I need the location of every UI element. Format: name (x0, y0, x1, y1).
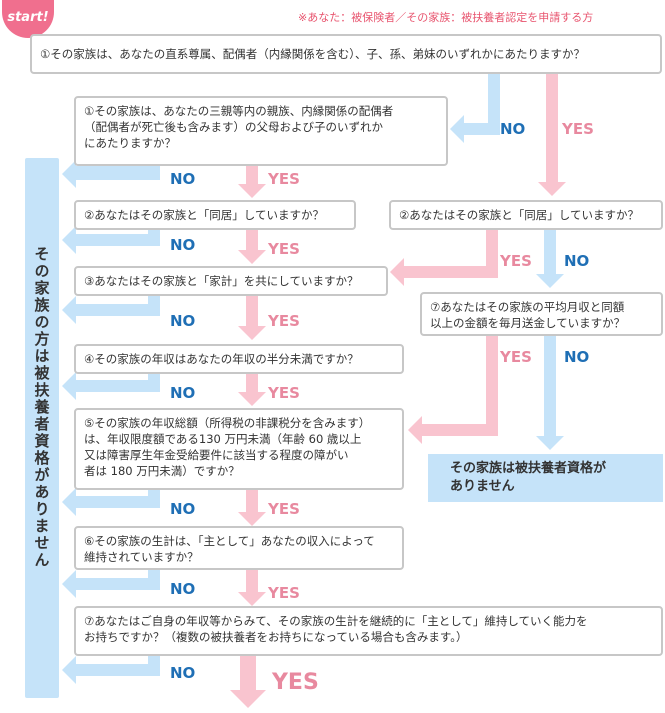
arrow-q3-yes (238, 296, 266, 340)
question-6: ⑥その家族の生計は、「主として」あなたの収入によって 維持されていますか？ (74, 526, 404, 570)
label-yes-q1: YES (562, 120, 594, 138)
label-yes-q5: YES (268, 500, 300, 518)
right-result-text: その家族は被扶養者資格が ありません (450, 461, 607, 494)
label-yes-q3: YES (268, 312, 300, 330)
arrow-q2l-yes (238, 230, 266, 264)
label-no-q3: NO (170, 312, 196, 330)
question-7: ⑦あなたはご自身の年収等からみて、その家族の生計を継続的に「主として」維持してい… (74, 606, 663, 656)
arrow-q1b-no (62, 160, 160, 188)
question-5: ⑤その家族の年収総額（所得税の非課税分を含みます） は、年収限度額である130 … (74, 408, 404, 490)
arrow-q3-no (62, 296, 160, 324)
label-yes-q4: YES (268, 384, 300, 402)
side-result-panel: その家族の方は被扶養者資格がありません (25, 158, 59, 698)
label-yes-q1b: YES (268, 170, 300, 188)
question-1b: ①その家族は、あなたの三親等内の親族、内縁関係の配偶者 （配偶者が死亡後も含みま… (74, 96, 448, 166)
label-no-q5: NO (170, 500, 196, 518)
label-yes-q7: YES (272, 670, 319, 695)
question-3: ③あなたはその家族と「家計」を共にしていますか？ (74, 266, 388, 296)
label-no-q4: NO (170, 384, 196, 402)
label-yes-q6: YES (268, 584, 300, 602)
arrow-q7-no (62, 656, 160, 684)
side-result-text: その家族の方は被扶養者資格がありません (32, 246, 51, 569)
arrow-q7r-no (536, 334, 564, 450)
arrow-q1-yes (538, 74, 566, 196)
arrow-q5-no (62, 488, 160, 516)
arrow-q5-yes (238, 490, 266, 526)
arrow-q4-yes (238, 374, 266, 406)
label-no-q1b: NO (170, 170, 196, 188)
label-no-q7: NO (170, 664, 196, 682)
question-7-right: ⑦あなたはその家族の平均月収と同額 以上の金額を毎月送金していますか？ (420, 292, 663, 336)
label-no-q2l: NO (170, 236, 196, 254)
label-no-q7r: NO (564, 348, 590, 366)
arrow-q2r-yes (390, 230, 498, 286)
label-yes-q7r: YES (500, 348, 532, 366)
label-yes-q2r: YES (500, 252, 532, 270)
label-no-q2r: NO (564, 252, 590, 270)
arrow-q2l-no (62, 226, 160, 254)
arrow-q6-no (62, 570, 160, 598)
right-result-panel: その家族は被扶養者資格が ありません (428, 454, 663, 502)
arrow-q7r-yes (408, 334, 498, 444)
question-2-left: ②あなたはその家族と「同居」していますか？ (74, 200, 356, 230)
question-4: ④その家族の年収はあなたの年収の半分未満ですか？ (74, 344, 404, 374)
label-no-q6: NO (170, 580, 196, 598)
arrow-q4-no (62, 372, 160, 400)
arrow-q7-yes (230, 656, 266, 708)
question-1: ①その家族は、あなたの直系尊属、配偶者（内縁関係を含む）、子、孫、弟妹のいずれか… (30, 34, 662, 74)
label-yes-q2l: YES (268, 240, 300, 258)
arrow-q1b-yes (238, 166, 266, 198)
arrow-q2r-no (536, 230, 564, 288)
arrow-q6-yes (238, 570, 266, 606)
label-no-q1: NO (500, 120, 526, 138)
arrow-q1-no (450, 74, 500, 143)
legend-note: ※あなた：被保険者／その家族：被扶養者認定を申請する方 (298, 11, 594, 24)
question-2-right: ②あなたはその家族と「同居」していますか？ (389, 200, 663, 230)
